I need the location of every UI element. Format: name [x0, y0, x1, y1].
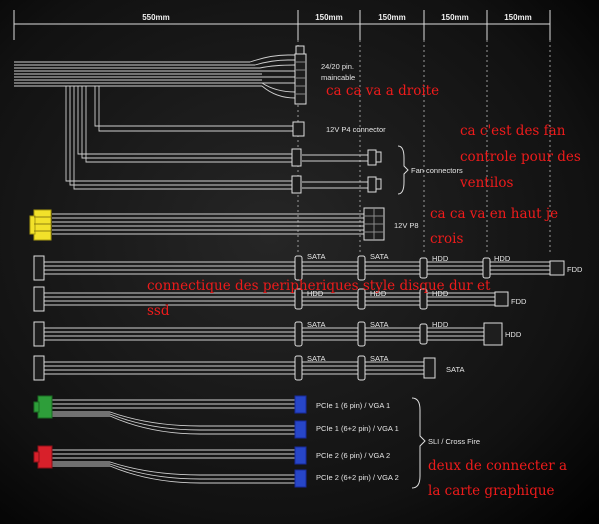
- p2-fdd-label: FDD: [511, 297, 527, 306]
- dimension-label-150-d: 150mm: [504, 13, 532, 22]
- p3-hdd-label-2: HDD: [505, 330, 522, 339]
- annotation-peripheral-line1: connectique des peripheriques style disq…: [147, 278, 491, 294]
- fan-connectors: [291, 148, 382, 194]
- p1-fdd-label: FDD: [567, 265, 583, 274]
- p4-connector-label: 12V P4 connector: [326, 125, 386, 134]
- pcie1-6pin-label: PCIe 1 (6 pin) / VGA 1: [316, 401, 390, 410]
- dimension-label-150-c: 150mm: [441, 13, 469, 22]
- p1-hdd-label-1: HDD: [432, 254, 449, 263]
- annotation-gpu-line1: deux de connecter a: [428, 458, 567, 474]
- p2-hdd-label-2: HDD: [370, 289, 387, 298]
- annotation-p8-line1: ca ca va en haut je: [430, 206, 559, 222]
- main-cable-label-1: 24/20 pin.: [321, 62, 354, 71]
- p8-psu-connector: [29, 209, 52, 241]
- pcie1-cable: [33, 395, 307, 439]
- fan-brace: [397, 145, 409, 195]
- p4-connector: [292, 121, 305, 137]
- main-cable-label-2: maincable: [321, 73, 355, 82]
- main-24pin-cable: [14, 54, 296, 99]
- p4-sata-label-1: SATA: [307, 354, 325, 363]
- peripheral-cable-3: [33, 321, 503, 347]
- main-24pin-connector: [294, 45, 307, 105]
- p2-hdd-label-3: HDD: [432, 289, 449, 298]
- p1-hdd-label-2: HDD: [494, 254, 511, 263]
- annotation-fan-line1: ca c'est des fan: [460, 123, 566, 139]
- p2-hdd-label-1: HDD: [307, 289, 324, 298]
- annotation-peripheral-line2: ssd: [147, 303, 170, 319]
- sli-crossfire-label: SLI / Cross Fire: [428, 437, 480, 446]
- peripheral-cable-1: [33, 255, 565, 281]
- dimension-label-550: 550mm: [142, 13, 170, 22]
- p4-sata-label-3: SATA: [446, 365, 464, 374]
- p3-hdd-label-1: HDD: [432, 320, 449, 329]
- p8-cpu-connector: [363, 207, 385, 241]
- p4-fan-branch-cables: [65, 86, 368, 190]
- sli-brace: [411, 397, 426, 489]
- p3-sata-label-1: SATA: [307, 320, 325, 329]
- dimension-label-150-a: 150mm: [315, 13, 343, 22]
- fan-connectors-label: Fan connectors: [411, 166, 463, 175]
- annotation-gpu-line2: la carte graphique: [428, 483, 555, 499]
- peripheral-cable-4: [33, 355, 436, 381]
- pcie2-6plus2-label: PCIe 2 (6+2 pin) / VGA 2: [316, 473, 399, 482]
- p8-label: 12V P8: [394, 221, 419, 230]
- p4-sata-label-2: SATA: [370, 354, 388, 363]
- pcie1-6plus2-label: PCIe 1 (6+2 pin) / VGA 1: [316, 424, 399, 433]
- dimension-label-150-b: 150mm: [378, 13, 406, 22]
- pcie2-6pin-label: PCIe 2 (6 pin) / VGA 2: [316, 451, 390, 460]
- peripheral-cable-2: [33, 286, 509, 312]
- annotation-fan-line2: controle pour des: [460, 149, 581, 165]
- p3-sata-label-2: SATA: [370, 320, 388, 329]
- annotation-fan-line3: ventilos: [460, 175, 514, 191]
- p1-sata-label-1: SATA: [307, 252, 325, 261]
- annotation-p8-line2: crois: [430, 231, 464, 247]
- p8-cable: [52, 213, 364, 235]
- p1-sata-label-2: SATA: [370, 252, 388, 261]
- annotation-right: ca ca va a droite: [326, 83, 440, 99]
- pcie2-cable: [33, 445, 307, 488]
